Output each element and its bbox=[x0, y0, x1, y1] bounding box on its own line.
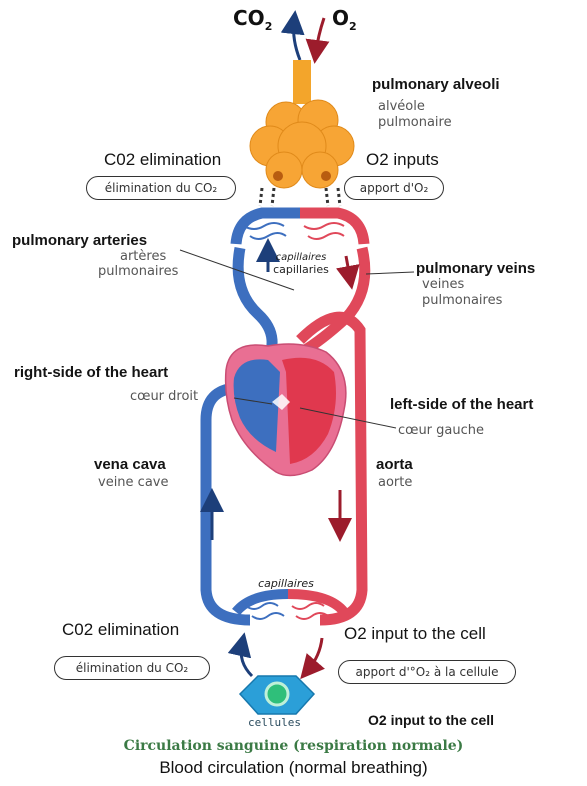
elimination-co2-top-pill: élimination du CO₂ bbox=[86, 176, 236, 200]
elimination-co2-bottom-pill: élimination du CO₂ bbox=[54, 656, 210, 680]
veine-cave-label: veine cave bbox=[98, 476, 168, 490]
co2-bottom-arrow bbox=[241, 644, 252, 676]
arteres-fr-line2: pulmonaires bbox=[98, 265, 178, 279]
pulmonary-alveoli-shape bbox=[250, 100, 354, 188]
veines-fr-line1: veines bbox=[422, 278, 464, 292]
apport-o2-cell-pill: apport d'°O₂ à la cellule bbox=[338, 660, 516, 684]
coeur-gauche-label: cœur gauche bbox=[398, 424, 484, 438]
title-fr: Circulation sanguine (respiration normal… bbox=[0, 738, 587, 754]
bottom-capillary-mesh bbox=[246, 603, 328, 619]
pulmonary-vein-down-arrow bbox=[346, 256, 350, 278]
capillaires-top-line1: capillaires bbox=[266, 252, 336, 263]
coeur-droit-label: cœur droit bbox=[130, 390, 198, 404]
veines-fr-line2: pulmonaires bbox=[422, 294, 502, 308]
o2-bottom-arrow bbox=[308, 638, 322, 670]
co2-elimination-bottom-label: C02 elimination bbox=[62, 620, 179, 640]
o2-input-cell-label: O2 input to the cell bbox=[344, 624, 486, 644]
o2-label: O2 bbox=[332, 6, 357, 33]
co2-out-arrow bbox=[294, 22, 300, 60]
airway-tube bbox=[293, 60, 311, 104]
right-heart-chamber bbox=[234, 359, 280, 452]
alveole-fr-line2: pulmonaire bbox=[378, 116, 452, 130]
o2-input-cell-label-2: O2 input to the cell bbox=[368, 712, 494, 728]
co2-label: CO2 bbox=[233, 6, 272, 33]
top-capillary-left bbox=[236, 213, 300, 244]
top-capillary-mesh bbox=[244, 223, 344, 239]
pulmonary-alveoli-label: pulmonary alveoli bbox=[372, 76, 500, 93]
aorte-label: aorte bbox=[378, 476, 412, 490]
left-heart-label: left-side of the heart bbox=[390, 396, 533, 413]
co2-elimination-top-label: C02 elimination bbox=[104, 150, 221, 170]
pulmonary-arteries-label: pulmonary arteries bbox=[12, 232, 147, 249]
pulmonary-veins-label: pulmonary veins bbox=[416, 260, 535, 277]
cellules-label: cellules bbox=[248, 716, 301, 729]
apport-o2-top-pill: apport d'O₂ bbox=[344, 176, 444, 200]
aorta-label: aorta bbox=[376, 456, 413, 473]
gas-exchange-dots bbox=[260, 188, 340, 206]
capillaries-top-line2: capillaries bbox=[266, 264, 336, 275]
o2-in-arrow bbox=[316, 18, 324, 52]
capillaires-bottom-label: capillaires bbox=[246, 578, 326, 589]
arteres-fr-line1: artères bbox=[120, 250, 166, 264]
cell-nucleus bbox=[266, 683, 288, 705]
leader-pulmonary-veins bbox=[366, 272, 414, 274]
right-heart-label: right-side of the heart bbox=[14, 364, 168, 381]
vena-cava-label: vena cava bbox=[94, 456, 166, 473]
title-en: Blood circulation (normal breathing) bbox=[0, 758, 587, 778]
alveole-fr-line1: alvéole bbox=[378, 100, 425, 114]
o2-inputs-label: O2 inputs bbox=[366, 150, 439, 170]
bottom-capillary-left bbox=[236, 594, 288, 612]
